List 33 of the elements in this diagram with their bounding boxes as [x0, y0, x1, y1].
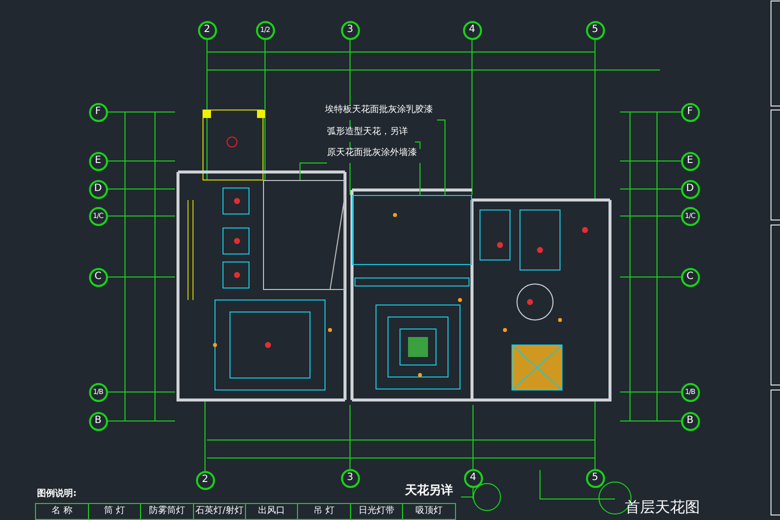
- drawing-title: 首层天花图: [625, 500, 700, 515]
- leader-line: [436, 120, 446, 196]
- axis-bubble: D: [88, 180, 108, 198]
- axis-bubble: 5: [586, 20, 604, 40]
- axis-bubble: B: [88, 412, 108, 430]
- legend-heading: 图例说明:: [37, 490, 77, 499]
- table-header-cell: 石英灯/射灯: [193, 503, 246, 520]
- axis-bubble: 3: [340, 468, 360, 488]
- axis-bubble: 2: [198, 20, 216, 40]
- axis-bubble: C: [88, 268, 108, 286]
- table-header-cell: 吊 灯: [297, 503, 351, 520]
- table-header-cell: 日光灯带: [350, 503, 403, 520]
- table-header-cell: 防雾筒灯: [140, 503, 194, 520]
- axis-bubble: E: [88, 152, 108, 170]
- axis-bubble: 3: [340, 20, 360, 40]
- table-header-cell: 吸顶灯: [402, 503, 456, 520]
- axis-bubble: B: [680, 412, 700, 430]
- leader-line: [300, 162, 328, 180]
- axis-bubble: D: [680, 180, 700, 198]
- axis-bubble: F: [680, 102, 700, 122]
- axis-bubble: 5: [586, 468, 604, 488]
- table-header-cell: 筒 灯: [88, 503, 141, 520]
- axis-bubble: C: [680, 268, 700, 286]
- table-header-cell: 出风口: [245, 503, 298, 520]
- axis-bubble: 2: [196, 470, 214, 490]
- axis-bubble: F: [88, 102, 108, 122]
- axis-bubble: 4: [464, 468, 482, 488]
- axis-bubble: E: [680, 152, 700, 170]
- leader-line: [460, 496, 474, 498]
- axis-bubble: 4: [462, 20, 482, 40]
- ceiling-area: [352, 195, 472, 265]
- table-header-cell: 名 称: [35, 503, 89, 520]
- ceiling-area: [263, 180, 345, 290]
